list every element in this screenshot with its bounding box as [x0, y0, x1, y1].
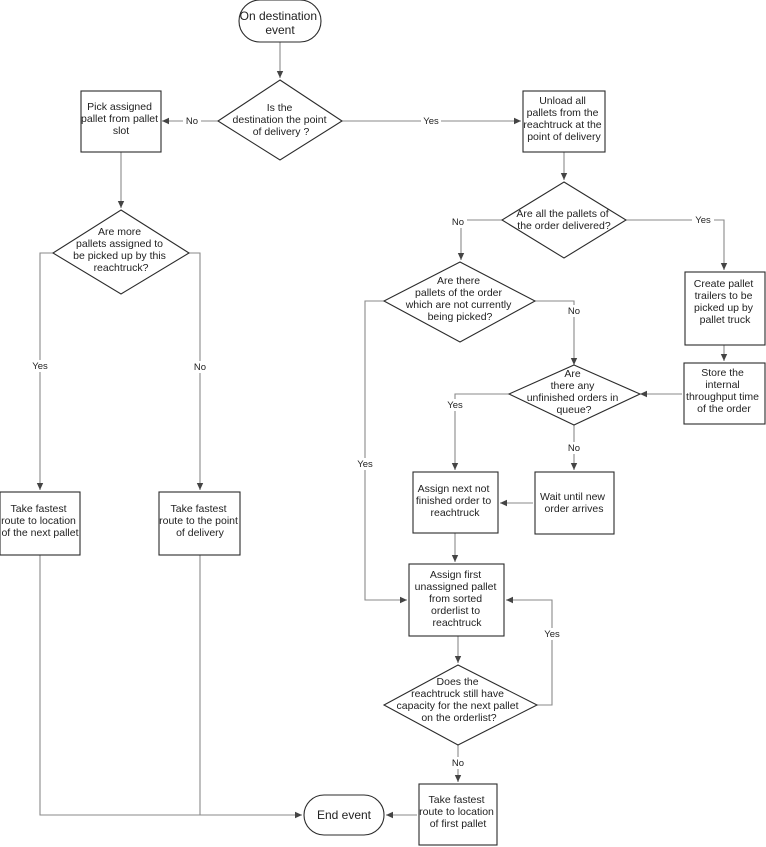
edge-more-yes: [36, 252, 53, 490]
connector-lines: [36, 42, 728, 819]
edge-label-delivered-no: No: [452, 217, 464, 228]
store-throughput-time-label: Store the internal throughput time of th…: [686, 367, 762, 415]
edge-notpicked-yes: [364, 300, 407, 604]
start-event-node: On destination event: [238, 0, 322, 43]
edge-notpicked-no: [535, 300, 578, 365]
unfinished-orders-decision-node: Are there any unfinished orders in queue…: [507, 364, 642, 426]
edge-label-dest-no: No: [186, 116, 198, 127]
route-delivery-point-node: Take fastest route to the point of deliv…: [158, 491, 241, 556]
capacity-decision-node: Does the reachtruck still have capacity …: [382, 664, 539, 746]
assign-first-pallet-node: Assign first unassigned pallet from sort…: [408, 563, 505, 637]
pick-assigned-pallet-node: Pick assigned pallet from pallet slot: [80, 90, 162, 153]
wait-new-order-label: Wait until new order arrives: [540, 491, 608, 515]
unfinished-orders-decision-label: Are there any unfinished orders in queue…: [527, 368, 622, 416]
assign-next-order-label: Assign next not finished order to reacht…: [416, 483, 494, 519]
edge-label-more-no: No: [194, 362, 206, 373]
edge-label-notpicked-yes: Yes: [357, 459, 373, 470]
edge-capacity-yes: [506, 596, 553, 706]
edge-label-notpicked-no: No: [568, 306, 580, 317]
start-event-label: On destination event: [240, 9, 321, 37]
wait-new-order-node: Wait until new order arrives: [534, 471, 615, 535]
edge-next-pallet-to-end: [39, 555, 302, 819]
edge-label-capacity-yes: Yes: [544, 629, 560, 640]
pick-assigned-pallet-label: Pick assigned pallet from pallet slot: [81, 101, 161, 137]
edge-label-delivered-yes: Yes: [695, 215, 711, 226]
end-event-label: End event: [317, 808, 372, 822]
not-picked-decision-node: Are there pallets of the order which are…: [382, 261, 537, 343]
capacity-decision-label: Does the reachtruck still have capacity …: [397, 676, 522, 724]
edge-labels: No Yes Yes No No Yes No Yes Yes No Yes N…: [30, 115, 714, 769]
unload-all-pallets-node: Unload all pallets from the reachtruck a…: [522, 90, 606, 153]
edge-delivered-yes: [626, 219, 728, 270]
edge-label-unfinished-yes: Yes: [447, 400, 463, 411]
route-next-pallet-node: Take fastest route to location of the ne…: [0, 491, 81, 556]
edge-unfinished-yes: [451, 393, 509, 470]
more-pallets-decision-node: Are more pallets assigned to be picked u…: [51, 209, 191, 295]
not-picked-decision-label: Are there pallets of the order which are…: [405, 275, 515, 323]
end-event-node: End event: [303, 794, 385, 836]
create-pallet-trailers-label: Create pallet trailers to be picked up b…: [694, 278, 756, 326]
unload-all-pallets-label: Unload all pallets from the reachtruck a…: [523, 95, 604, 143]
route-first-pallet-node: Take fastest route to location of first …: [418, 783, 498, 846]
route-next-pallet-label: Take fastest route to location of the ne…: [1, 503, 79, 539]
edge-label-dest-yes: Yes: [423, 116, 439, 127]
edge-delivered-no: [457, 219, 502, 260]
more-pallets-decision-label: Are more pallets assigned to be picked u…: [73, 226, 169, 274]
edge-label-capacity-no: No: [452, 758, 464, 769]
edge-more-no: [189, 252, 204, 490]
store-throughput-time-node: Store the internal throughput time of th…: [683, 362, 766, 425]
edge-label-unfinished-no: No: [568, 443, 580, 454]
assign-next-order-node: Assign next not finished order to reacht…: [412, 471, 499, 534]
edge-label-more-yes: Yes: [32, 361, 48, 372]
create-pallet-trailers-node: Create pallet trailers to be picked up b…: [684, 271, 766, 346]
assign-first-pallet-label: Assign first unassigned pallet from sort…: [415, 569, 500, 629]
all-delivered-decision-node: Are all the pallets of the order deliver…: [500, 181, 628, 259]
route-first-pallet-label: Take fastest route to location of first …: [419, 794, 497, 830]
route-delivery-point-label: Take fastest route to the point of deliv…: [159, 503, 241, 539]
destination-decision-label: Is the destination the point of delivery…: [233, 102, 330, 138]
all-delivered-decision-label: Are all the pallets of the order deliver…: [516, 208, 611, 232]
destination-decision-node: Is the destination the point of delivery…: [216, 79, 344, 161]
